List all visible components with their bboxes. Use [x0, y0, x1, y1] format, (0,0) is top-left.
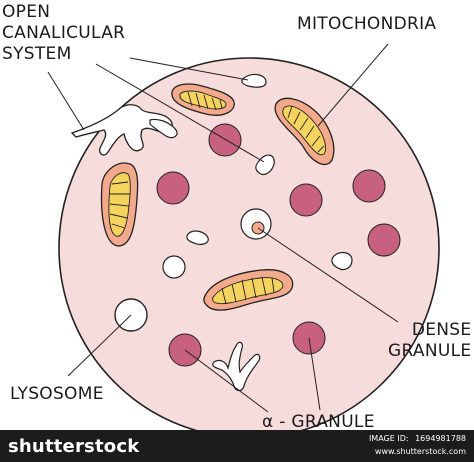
leader-alpha-granule-1 [184, 349, 269, 413]
leader-mitochondria [317, 43, 389, 127]
label-alpha-granule: α - GRANULE [262, 412, 375, 433]
mitochondrion [100, 162, 139, 247]
leader-ocs-vacuole-top [129, 57, 249, 81]
label-line: OPEN [2, 2, 51, 22]
image-id-value: 1694981788 [415, 434, 466, 443]
platelet-diagram [47, 43, 440, 430]
alpha-granule [208, 123, 242, 157]
label-dense-granule: DENSE GRANULE [388, 320, 471, 362]
label-line: LYSOSOME [10, 384, 104, 404]
label-line: DENSE [411, 320, 472, 340]
open-canalicular-channel [70, 104, 173, 156]
leader-dense-granule [257, 227, 399, 323]
mitochondrion [274, 97, 335, 165]
label-line: α - GRANULE [262, 412, 375, 432]
alpha-granule [367, 223, 401, 257]
leader-ocs-vacuole-mid [95, 63, 265, 163]
image-id-label: IMAGE ID: [368, 434, 409, 443]
image-id-line: IMAGE ID: 1694981788 [369, 434, 466, 443]
leader-alpha-granule-2 [308, 337, 321, 411]
alpha-granule [352, 169, 386, 203]
label-mitochondria: MITOCHONDRIA [297, 14, 436, 35]
label-open-canalicular-system: OPEN CANALICULAR SYSTEM [2, 2, 125, 65]
mitochondrion [171, 83, 235, 116]
alpha-granule [289, 183, 323, 217]
leader-lysosome [67, 314, 132, 377]
label-line: MITOCHONDRIA [297, 14, 437, 34]
platelet-cell [58, 57, 440, 430]
label-line: GRANULE [388, 341, 472, 361]
vacuole [331, 251, 353, 271]
open-canalicular-branch [149, 118, 178, 139]
label-lysosome: LYSOSOME [10, 384, 104, 405]
leader-lines [47, 43, 399, 413]
watermark-footer: shutterstock IMAGE ID: 1694981788 www.sh… [0, 430, 474, 462]
label-line: CANALICULAR [2, 23, 126, 43]
vacuole [241, 73, 267, 88]
canalicular-branch-bottom [212, 341, 261, 392]
mitochondrion [203, 269, 294, 311]
vacuole [186, 230, 209, 245]
vacuole [162, 255, 186, 279]
site-url: www.shutterstock.com [374, 447, 466, 456]
alpha-granule [156, 171, 190, 205]
brand-logo-text: shutterstock [8, 436, 140, 457]
leader-ocs-channel [47, 71, 85, 131]
label-line: SYSTEM [2, 44, 72, 64]
